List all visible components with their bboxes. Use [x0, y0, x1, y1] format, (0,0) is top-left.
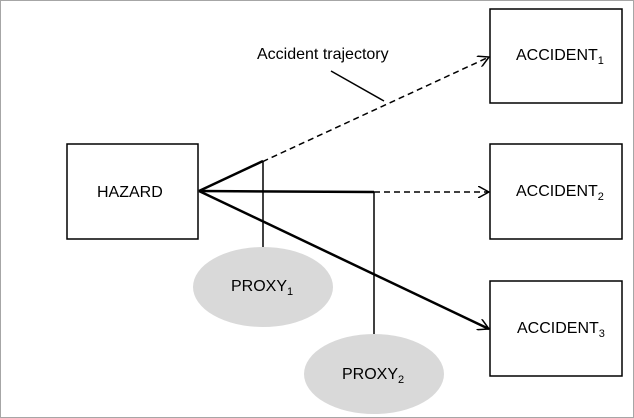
- accident-1-label: ACCIDENT1: [516, 47, 604, 67]
- trajectory-1-solid-segment: [198, 159, 264, 193]
- hazard-label: HAZARD: [97, 184, 163, 201]
- trajectory-label-leader: [330, 70, 385, 102]
- trajectory-3-arrow: [198, 189, 489, 329]
- accident-2-box: [489, 143, 623, 240]
- trajectory-label: Accident trajectory: [257, 46, 389, 63]
- accident-3-box: [489, 280, 623, 377]
- proxy-2-label: PROXY2: [342, 366, 405, 386]
- trajectory-2-solid: [198, 189, 375, 194]
- hazard-box: [66, 143, 199, 240]
- proxy-1-label: PROXY1: [231, 278, 294, 298]
- proxy-2-ellipse: [304, 334, 444, 414]
- proxy-1-ellipse: [193, 247, 333, 327]
- accident-1-box: [489, 8, 623, 104]
- accident-2-label: ACCIDENT2: [516, 183, 604, 203]
- accident-3-label: ACCIDENT3: [517, 320, 605, 340]
